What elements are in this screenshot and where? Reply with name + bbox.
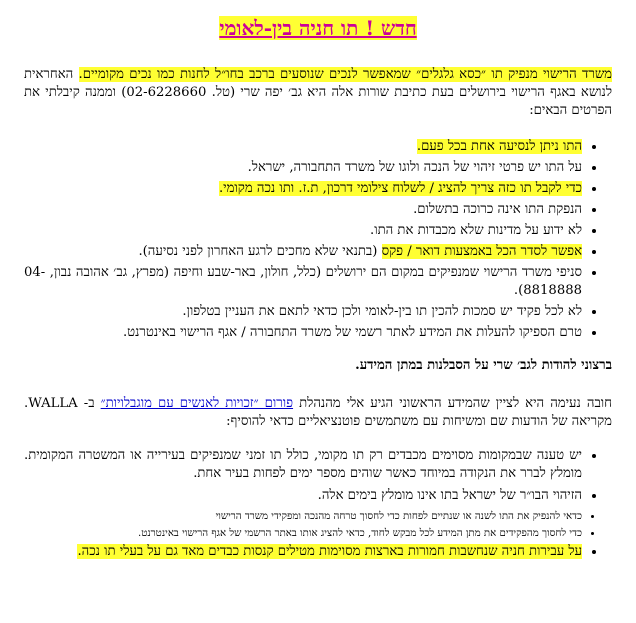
list-item: כדאי להנפיק את התו לשנה או שנתיים לפחות …	[24, 509, 582, 524]
list-item-text: התו ניתן לנסיעה אחת בכל פעם.	[416, 139, 582, 154]
list-item-text: על התו יש פרטי זיהוי של הנכה ולוגו של מש…	[247, 160, 582, 175]
details-list: התו ניתן לנסיעה אחת בכל פעם. על התו יש פ…	[24, 138, 612, 342]
list-item: לא לכל פקיד יש סמכות להכין תו בין-לאומי …	[24, 303, 582, 321]
list-item-text: טרם הספיקו להעלות את המידע לאתר רשמי של …	[122, 325, 582, 340]
list-item-text: יש טענה שבמקומות מסוימים מכבדים רק תו מק…	[24, 448, 582, 481]
list-item-text: הנפקת התו אינה כרוכה בתשלום.	[413, 202, 582, 217]
list-item: טרם הספיקו להעלות את המידע לאתר רשמי של …	[24, 324, 582, 342]
intro-paragraph: משרד הרישוי מנפיק תו ״כסא גלגלים״ שמאפשר…	[24, 66, 613, 120]
final-warning: על עבירות חניה שנחשבות חמורות בארצות מסו…	[77, 544, 582, 559]
additions-list: יש טענה שבמקומות מסוימים מכבדים רק תו מק…	[24, 447, 612, 561]
list-item: כדי לקבל תו כזה צריך להציג / לשלוח צילומ…	[24, 180, 582, 198]
list-item-text: סניפי משרד הרישוי שמנפיקים במקום הם ירוש…	[24, 265, 582, 298]
intro-highlighted: משרד הרישוי מנפיק תו ״כסא גלגלים״ שמאפשר…	[78, 67, 613, 82]
list-item: יש טענה שבמקומות מסוימים מכבדים רק תו מק…	[24, 447, 582, 483]
list-item-text: כדי לחסוך מהפקידים את מתן המידע לכל מבקש…	[137, 528, 582, 539]
list-item-text: לא ידוע על מדינות שלא מכבדות את התו.	[370, 223, 582, 238]
intro-rest: האחראית לנושא באגף הרישוי בירושלים בעת כ…	[24, 67, 612, 118]
source-text-before: חובה נעימה היא לציין שהמידע הראשוני הגיע…	[293, 396, 612, 411]
forum-link[interactable]: פורום ״זכויות לאנשים עם מוגבלויות״	[100, 396, 294, 411]
list-item-text: הזיהוי הבו״ר של ישראל בתו אינו מומלץ בימ…	[317, 488, 582, 503]
page-title: חדש ! תו חניה בין-לאומי	[24, 16, 612, 40]
list-item-text: אפשר לסדר הכל באמצעות דואר / פקס	[381, 244, 582, 259]
list-item: כדי לחסוך מהפקידים את מתן המידע לכל מבקש…	[24, 526, 582, 541]
list-item: לא ידוע על מדינות שלא מכבדות את התו.	[24, 222, 582, 240]
list-item: אפשר לסדר הכל באמצעות דואר / פקס (בתנאי …	[24, 243, 582, 261]
list-item: על התו יש פרטי זיהוי של הנכה ולוגו של מש…	[24, 159, 582, 177]
list-item-text: כדאי להנפיק את התו לשנה או שנתיים לפחות …	[215, 511, 582, 522]
list-item-suffix: (בתנאי שלא מחכים לרגע האחרון לפני נסיעה)…	[138, 244, 382, 259]
page-title-text: חדש ! תו חניה בין-לאומי	[219, 16, 417, 40]
list-item: התו ניתן לנסיעה אחת בכל פעם.	[24, 138, 582, 156]
list-item: הנפקת התו אינה כרוכה בתשלום.	[24, 201, 582, 219]
list-item: על עבירות חניה שנחשבות חמורות בארצות מסו…	[24, 543, 582, 561]
list-item-text: כדי לקבל תו כזה צריך להציג / לשלוח צילומ…	[218, 181, 582, 196]
list-item-text: לא לכל פקיד יש סמכות להכין תו בין-לאומי …	[182, 304, 582, 319]
source-paragraph: חובה נעימה היא לציין שהמידע הראשוני הגיע…	[24, 395, 612, 431]
list-item: הזיהוי הבו״ר של ישראל בתו אינו מומלץ בימ…	[24, 487, 582, 505]
document-page: חדש ! תו חניה בין-לאומי משרד הרישוי מנפי…	[24, 0, 613, 623]
thanks-heading: ברצוני להודות לגב׳ שרי על הסבלנות במתן ה…	[355, 358, 612, 373]
source-text-after: ב- WALLA. מקריאה של הודעות שם ומשיחות עם…	[24, 396, 612, 429]
list-item: סניפי משרד הרישוי שמנפיקים במקום הם ירוש…	[24, 264, 582, 300]
